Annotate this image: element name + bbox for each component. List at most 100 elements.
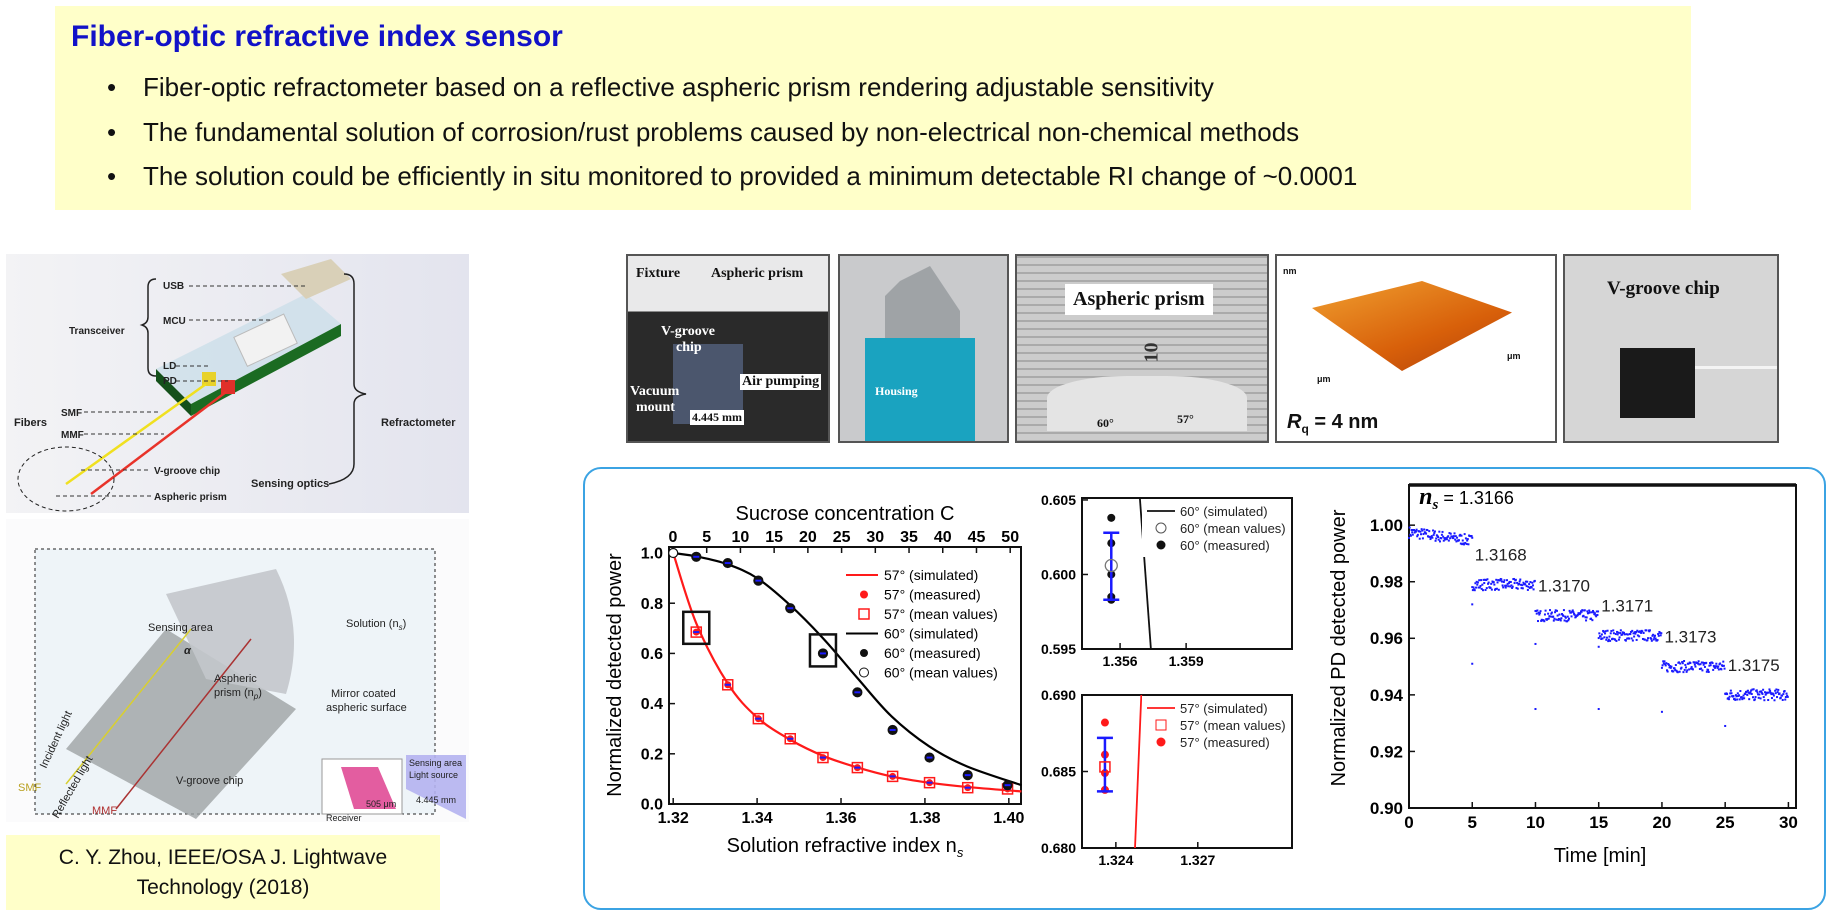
data-point — [1427, 535, 1430, 538]
data-point — [1415, 528, 1418, 531]
label-transceiver: Transceiver — [69, 326, 125, 337]
data-point — [1702, 661, 1705, 664]
data-point — [1670, 665, 1673, 668]
data-point — [1772, 694, 1775, 697]
legend-marker — [1155, 522, 1167, 534]
top-tick-label: 15 — [765, 529, 783, 546]
data-point — [1459, 542, 1462, 545]
data-point — [1481, 583, 1484, 586]
slide-title: Fiber-optic refractive index sensor — [71, 20, 563, 53]
data-point — [1678, 661, 1681, 664]
data-point — [1746, 689, 1749, 692]
data-point — [1476, 581, 1479, 584]
data-point — [1693, 663, 1696, 666]
data-point — [1773, 699, 1776, 702]
legend-label: 57° (measured) — [884, 587, 981, 603]
data-point — [1495, 578, 1498, 581]
bullet-item: •Fiber-optic refractometer based on a re… — [107, 72, 1214, 103]
data-point — [1486, 578, 1489, 581]
data-point — [1430, 536, 1433, 539]
data-point — [1736, 692, 1739, 695]
data-point — [1493, 583, 1496, 586]
data-point — [1567, 619, 1570, 622]
data-point — [1539, 610, 1542, 613]
data-point — [1709, 662, 1711, 665]
data-point — [1689, 662, 1692, 665]
data-point — [1774, 692, 1777, 695]
data-point — [1490, 588, 1493, 591]
data-point — [1748, 698, 1751, 701]
data-point — [1527, 585, 1530, 588]
data-point — [1418, 530, 1421, 533]
data-point — [1742, 694, 1745, 697]
data-point — [1623, 631, 1625, 634]
data-point — [1746, 693, 1749, 696]
data-point — [1564, 616, 1567, 619]
data-point — [1566, 615, 1569, 618]
data-point — [1665, 662, 1668, 665]
data-point — [1661, 664, 1664, 667]
point-57-mean — [886, 770, 899, 783]
data-point — [1769, 689, 1772, 692]
top-tick-label: 20 — [799, 529, 817, 546]
label-rq-sub: q — [1301, 422, 1309, 436]
data-point — [1453, 532, 1456, 535]
y-tick-label: 0.90 — [1370, 799, 1403, 818]
data-point — [1502, 586, 1505, 589]
data-point — [1487, 582, 1490, 585]
data-point — [1760, 690, 1763, 693]
data-point — [1753, 698, 1756, 701]
data-point — [1664, 663, 1667, 666]
data-point — [1777, 688, 1780, 691]
data-point — [1717, 665, 1720, 668]
data-point — [1662, 660, 1665, 663]
x-tick-label: 1.32 — [658, 810, 689, 827]
data-point — [1758, 690, 1761, 693]
data-point — [1708, 664, 1711, 667]
data-point — [1636, 634, 1639, 637]
ns-subscript: s — [1431, 497, 1438, 513]
data-point — [1518, 582, 1521, 585]
data-point — [1625, 633, 1628, 636]
data-point — [1764, 691, 1767, 694]
data-point — [1755, 689, 1758, 692]
data-point — [1478, 586, 1481, 589]
data-point — [1599, 635, 1602, 638]
data-point — [1445, 537, 1448, 540]
data-point — [1448, 532, 1451, 535]
data-point — [1605, 638, 1608, 641]
transient-point — [1724, 724, 1727, 727]
data-point — [1616, 633, 1619, 636]
ns-label: 1.3173 — [1664, 628, 1716, 647]
data-point — [1511, 586, 1514, 589]
x-tick-label: 25 — [1716, 813, 1735, 832]
data-point — [1757, 693, 1760, 696]
data-point — [1642, 631, 1645, 634]
data-point — [1781, 698, 1784, 701]
data-point — [1512, 577, 1515, 580]
data-point — [1573, 613, 1576, 616]
data-point — [1595, 615, 1598, 618]
y-axis-label: Normalized PD detected power — [1328, 509, 1350, 786]
data-point — [1447, 539, 1450, 542]
legend-label: 60° (measured) — [1180, 538, 1270, 553]
data-point — [1682, 671, 1685, 674]
data-point — [1712, 664, 1715, 667]
data-point — [1586, 610, 1589, 613]
data-point — [1582, 614, 1585, 617]
data-point — [1635, 638, 1638, 641]
citation-box: C. Y. Zhou, IEEE/OSA J. Lightwave Techno… — [6, 835, 440, 910]
data-point — [1739, 690, 1742, 693]
photo-aspheric-prism: Aspheric prism 10 60° 57° — [1015, 254, 1269, 443]
data-point — [1674, 663, 1677, 666]
x-tick-label: 1.36 — [825, 810, 856, 827]
data-point — [1535, 610, 1538, 613]
bullet-dot: • — [107, 117, 117, 147]
data-point — [1614, 638, 1617, 641]
data-point — [1555, 618, 1558, 621]
data-point — [1592, 609, 1595, 612]
label-prism-sub: p — [253, 692, 259, 701]
data-point — [1698, 668, 1701, 671]
data-point — [1580, 610, 1583, 613]
data-point — [1530, 586, 1533, 589]
